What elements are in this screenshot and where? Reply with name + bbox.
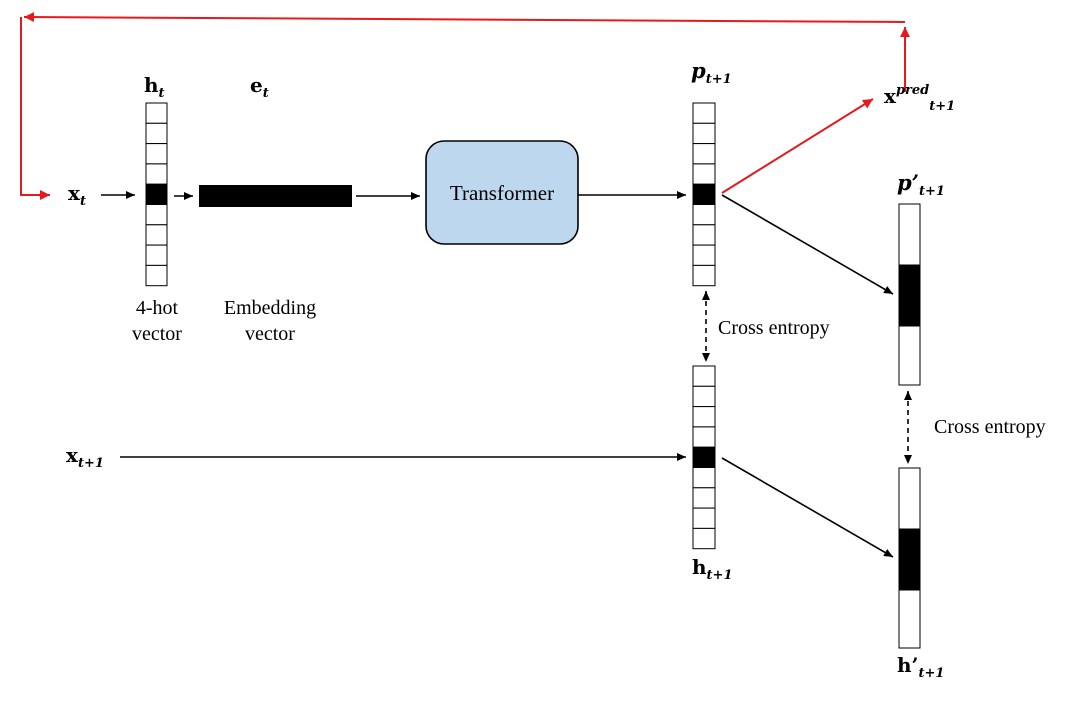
h-t-cell [145,143,168,165]
e-t-label: et [250,73,269,101]
p-t1-cell [692,264,716,287]
h-t-cell [145,264,168,287]
h-t1-cell [692,487,716,509]
feedback-line-top [23,12,906,23]
h-t1-cell [692,385,716,408]
h-to-h-prime-arrow [721,457,894,558]
p-prime-bottom-segment [898,325,921,386]
p-prime-label: p’t+1 [897,170,945,199]
h-t-cell [145,224,168,246]
compressed-vector-h-prime [898,467,921,649]
p-t1-cell [692,244,716,266]
transformer-label: Transformer [450,181,554,205]
x-t-label: xt [68,181,86,209]
h-t1-active-cell [692,446,716,469]
cross-entropy-label-1: Cross entropy [718,317,830,339]
h-t-label: ht [144,73,165,101]
p-t1-cell [692,122,716,145]
embedding-caption-line2: vector [245,323,295,345]
p-to-p-prime-arrow [721,194,894,295]
h-t-cell [145,244,168,266]
h-t1-cell [692,507,716,529]
h-t1-cell [692,406,716,428]
h-prime-active-segment [898,528,921,591]
h-t1-cell [692,426,716,448]
p-t1-label: pt+1 [691,58,732,87]
cross-entropy-label-2: Cross entropy [934,416,1046,438]
p-t1-cell [692,163,716,185]
compressed-vector-p-prime [898,203,921,386]
p-prime-top-segment [898,203,921,266]
transformer-box [425,140,579,245]
hot-vector-caption-line1: 4-hot [136,297,179,319]
h-prime-top-segment [898,467,921,530]
h-t-cell [145,163,168,185]
embedding-caption-line1: Embedding [224,297,316,319]
h-t-cell [145,122,168,145]
h-prime-label: h’t+1 [897,653,944,681]
feedback-line-left [20,17,50,200]
h-t-cell [145,102,168,124]
x-t1-label: xt+1 [66,443,104,471]
h-prime-bottom-segment [898,589,921,649]
feedback-loop [20,12,910,200]
prediction-arrow [721,98,874,194]
p-t1-cell [692,224,716,246]
h-t1-cell [692,467,716,489]
prediction-vector-p-t1 [692,102,716,287]
h-t1-label: ht+1 [692,555,733,583]
p-t1-cell [692,143,716,165]
p-t1-cell [692,204,716,226]
p-t1-active-cell [692,183,716,205]
h-t-cell [145,204,168,226]
hot-vector-caption-line2: vector [132,323,182,345]
h-t-active-cell [145,183,168,205]
transformer-block: Transformer [425,140,579,245]
target-vector-h-t1 [692,365,716,550]
h-t1-cell [692,527,716,550]
p-prime-active-segment [898,264,921,327]
hot-vector-h-t [145,102,168,287]
embedding-vector-bar [199,185,352,207]
p-t1-cell [692,102,716,124]
x-pred-label: xpredt+1 [884,83,955,114]
h-t1-cell [692,365,716,387]
